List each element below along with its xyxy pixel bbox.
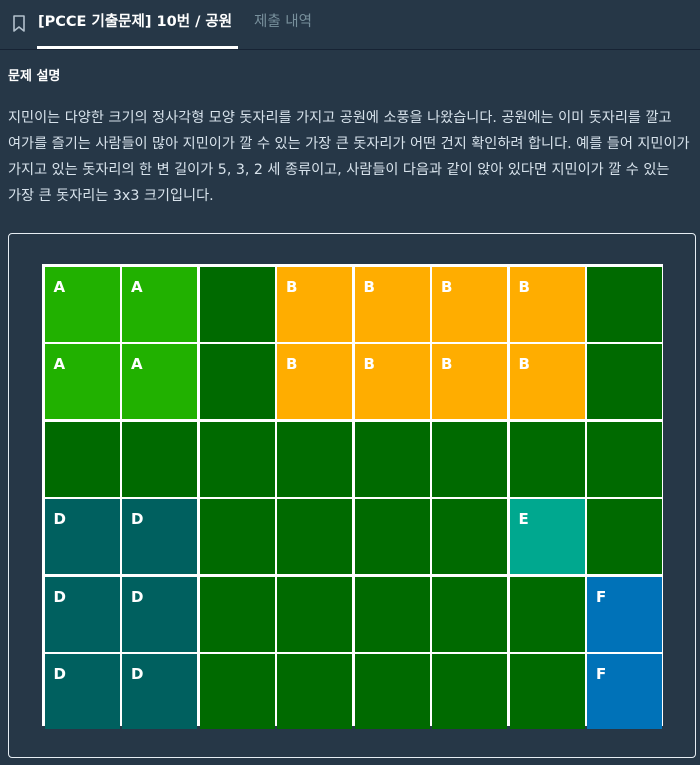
empty-cell	[354, 421, 430, 497]
mat-cell-d: D	[122, 654, 197, 729]
empty-cell	[587, 499, 662, 574]
mat-cell-b: B	[509, 266, 585, 342]
mat-label: A	[53, 355, 66, 373]
empty-cell	[277, 499, 352, 574]
mat-label: A	[131, 355, 143, 373]
empty-cell	[587, 266, 662, 342]
empty-cell	[277, 576, 352, 652]
empty-cell	[199, 266, 275, 342]
empty-cell	[44, 421, 120, 497]
empty-cell	[354, 576, 430, 652]
mat-label: D	[131, 587, 144, 606]
problem-description: 지민이는 다양한 크기의 정사각형 모양 돗자리를 가지고 공원에 소풍을 나왔…	[8, 110, 690, 204]
mat-label: B	[286, 277, 298, 296]
mat-label: F	[596, 665, 607, 683]
park-grid: A A B B B B A A B B B B D D E D D F D D F	[42, 264, 663, 729]
mat-cell-a: A	[122, 344, 197, 419]
empty-cell	[122, 421, 197, 497]
mat-label: D	[131, 510, 144, 528]
tab-submissions[interactable]: 제출 내역	[254, 14, 312, 30]
empty-cell	[199, 576, 275, 652]
mat-cell-a: A	[44, 344, 120, 419]
mat-cell-b: B	[277, 266, 352, 342]
mat-label: B	[363, 355, 375, 373]
empty-cell	[354, 654, 430, 729]
empty-cell	[277, 421, 352, 497]
mat-cell-b: B	[432, 266, 507, 342]
mat-label: B	[518, 277, 530, 296]
empty-cell	[587, 344, 662, 419]
tab-bar: [PCCE 기출문제] 10번 / 공원 제출 내역	[0, 0, 700, 50]
empty-cell	[199, 654, 275, 729]
mat-cell-b: B	[509, 344, 585, 419]
empty-cell	[587, 421, 662, 497]
mat-label: B	[363, 277, 375, 296]
mat-label: B	[441, 355, 453, 373]
empty-cell	[199, 344, 275, 419]
mat-cell-d: D	[44, 654, 120, 729]
mat-label: A	[131, 277, 143, 296]
mat-label: D	[53, 510, 66, 528]
empty-cell	[199, 421, 275, 497]
mat-cell-d: D	[44, 499, 120, 574]
empty-cell	[199, 499, 275, 574]
mat-cell-b: B	[354, 344, 430, 419]
mat-label: B	[518, 355, 530, 373]
empty-cell	[432, 499, 507, 574]
mat-label: F	[596, 587, 607, 606]
empty-cell	[432, 421, 507, 497]
mat-cell-b: B	[277, 344, 352, 419]
mat-label: D	[53, 665, 66, 683]
empty-cell	[432, 654, 507, 729]
section-title: 문제 설명	[8, 69, 61, 84]
mat-cell-b: B	[354, 266, 430, 342]
mat-cell-d: D	[44, 576, 120, 652]
mat-cell-a: A	[44, 266, 120, 342]
mat-label: A	[53, 277, 66, 296]
empty-cell	[509, 421, 585, 497]
mat-cell-e: E	[509, 499, 585, 574]
empty-cell	[509, 576, 585, 652]
empty-cell	[432, 576, 507, 652]
mat-label: B	[286, 355, 298, 373]
mat-cell-d: D	[122, 499, 197, 574]
mat-cell-d: D	[122, 576, 197, 652]
empty-cell	[509, 654, 585, 729]
empty-cell	[354, 499, 430, 574]
bookmark-icon[interactable]	[11, 14, 27, 34]
mat-cell-a: A	[122, 266, 197, 342]
mat-label: D	[53, 587, 66, 606]
mat-cell-b: B	[432, 344, 507, 419]
mat-label: E	[518, 510, 529, 528]
tab-problem[interactable]: [PCCE 기출문제] 10번 / 공원	[38, 14, 233, 30]
mat-cell-f: F	[587, 576, 662, 652]
mat-cell-f: F	[587, 654, 662, 729]
empty-cell	[277, 654, 352, 729]
active-tab-indicator	[37, 46, 238, 49]
mat-label: B	[441, 277, 453, 296]
mat-label: D	[131, 665, 144, 683]
